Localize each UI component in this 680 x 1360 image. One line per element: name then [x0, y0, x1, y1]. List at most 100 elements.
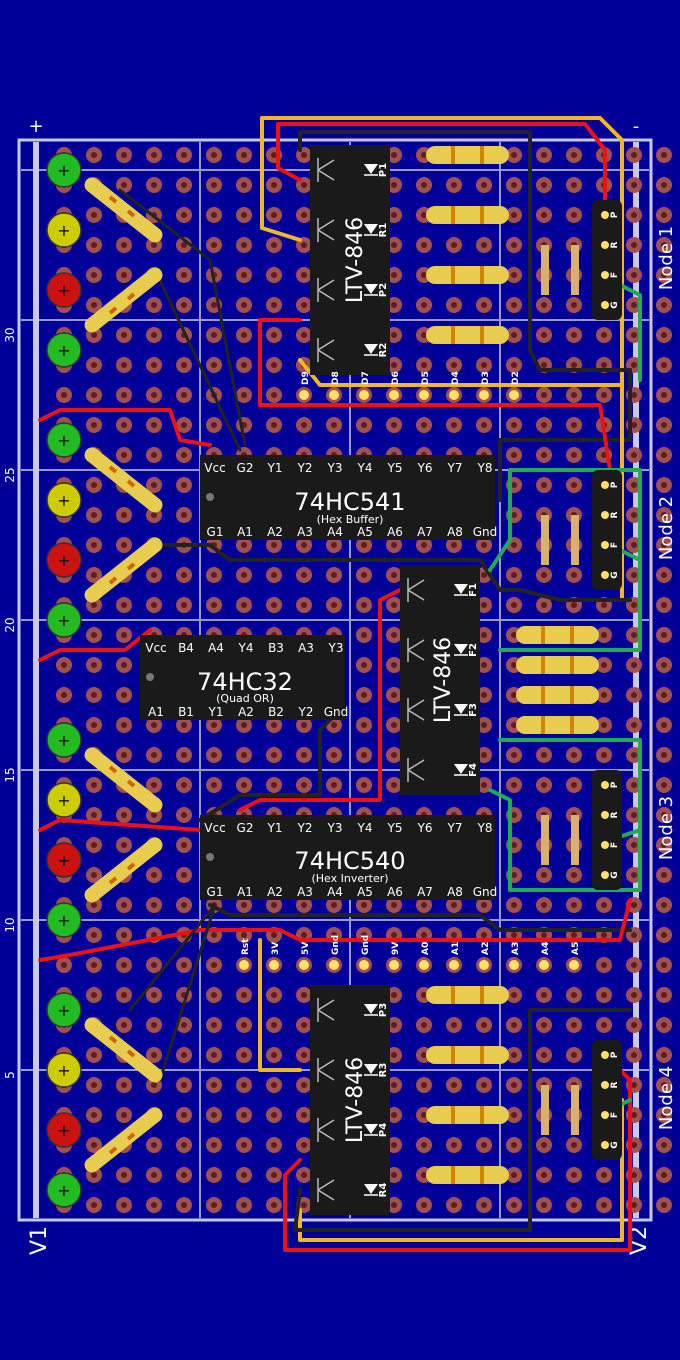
chip-pin-label: A1: [148, 705, 164, 719]
board-hole-center: [511, 992, 517, 998]
board-hole-center: [301, 1052, 307, 1058]
led-polarity-mark: +: [57, 731, 70, 750]
board-hole-center: [631, 1082, 637, 1088]
resistor-band: [108, 1146, 118, 1155]
board-hole-center: [211, 1112, 217, 1118]
chip-pin-label: Y4: [357, 821, 373, 835]
led-polarity-mark: +: [57, 911, 70, 930]
board-hole-center: [571, 872, 577, 878]
diode-icon: [364, 164, 378, 174]
header-pin-label: A3: [511, 942, 521, 955]
chip-pin-label: A2: [267, 525, 283, 539]
board-hole-center: [421, 422, 427, 428]
board-hole-center: [181, 1172, 187, 1178]
board-hole-center: [541, 392, 547, 398]
board-hole-center: [271, 422, 277, 428]
row-number: 25: [3, 467, 17, 482]
chip-pin-label: Y5: [387, 821, 403, 835]
led: [46, 152, 82, 188]
phototransistor-icon: [317, 278, 335, 302]
opto-pin-label: P3: [378, 1003, 389, 1017]
board-hole-center: [121, 722, 127, 728]
chip-pin-label: G1: [207, 885, 224, 899]
chip-pin-label: A1: [237, 885, 253, 899]
board-hole-center: [361, 752, 367, 758]
board-hole-center: [211, 932, 217, 938]
board-hole-center: [61, 962, 67, 968]
board-hole-center: [631, 362, 637, 368]
board-hole-center: [571, 182, 577, 188]
board-hole-center: [511, 1022, 517, 1028]
board-hole-center: [271, 1202, 277, 1208]
board-hole-center: [481, 242, 487, 248]
phototransistor-icon: [317, 998, 335, 1022]
diode-icon: [364, 284, 378, 294]
board-hole-center: [601, 692, 607, 698]
board-hole-center: [571, 752, 577, 758]
board-hole-center: [361, 932, 367, 938]
board-hole-center: [301, 1172, 307, 1178]
board-hole-center: [211, 1082, 217, 1088]
board-hole-center: [211, 242, 217, 248]
board-hole-center: [451, 302, 457, 308]
wire-green: [488, 468, 642, 652]
board-hole-center: [511, 842, 517, 848]
board-hole-center: [361, 542, 367, 548]
board-hole-center: [661, 482, 667, 488]
resistor-band: [108, 306, 118, 315]
board-hole-center: [601, 752, 607, 758]
header-pin: [539, 960, 549, 970]
board-hole-center: [121, 842, 127, 848]
led: [46, 992, 82, 1028]
header-pin-label: D8: [331, 371, 341, 385]
board-hole-center: [181, 422, 187, 428]
board-hole-center: [271, 572, 277, 578]
board-hole-center: [631, 1172, 637, 1178]
board-hole-center: [181, 182, 187, 188]
board-hole-center: [91, 992, 97, 998]
board-hole-center: [151, 302, 157, 308]
board-hole-center: [241, 1172, 247, 1178]
board-hole-center: [151, 722, 157, 728]
wire-green: [488, 738, 642, 892]
connector-pin: [601, 841, 609, 849]
board-hole-center: [571, 1142, 577, 1148]
opto-pin-label: F1: [468, 583, 479, 597]
board-hole-center: [121, 362, 127, 368]
board-hole-center: [541, 302, 547, 308]
wire-yellow: [298, 1098, 624, 1242]
node-connector: [592, 470, 622, 590]
board-hole-center: [571, 572, 577, 578]
row-number: 10: [3, 917, 17, 932]
board-hole-center: [271, 992, 277, 998]
chip-pin-label: Y6: [417, 821, 433, 835]
board-hole-center: [391, 692, 397, 698]
led-polarity-mark: +: [57, 1181, 70, 1200]
board-hole-center: [631, 332, 637, 338]
connector-pin: [601, 1141, 609, 1149]
board-hole-center: [211, 722, 217, 728]
board-hole-center: [661, 362, 667, 368]
board-hole-center: [511, 482, 517, 488]
board-hole-center: [631, 1142, 637, 1148]
board-hole-center: [661, 692, 667, 698]
chip-pin-label: B4: [178, 641, 194, 655]
opto-pin-label: P1: [378, 163, 389, 177]
led-polarity-mark: +: [57, 431, 70, 450]
board-hole-center: [541, 1022, 547, 1028]
connector-pin: [601, 1111, 609, 1119]
chip-pin-label: Y3: [327, 461, 343, 475]
header-pin-label: A4: [541, 942, 551, 955]
board-hole-center: [241, 392, 247, 398]
board-hole-center: [181, 512, 187, 518]
board-hole-center: [571, 782, 577, 788]
board-hole-center: [121, 242, 127, 248]
board-hole-center: [661, 932, 667, 938]
board-hole-center: [631, 1112, 637, 1118]
row-number-labels: 30 25 20 15 10 5: [3, 327, 17, 1078]
board-hole-center: [181, 392, 187, 398]
board-hole-center: [511, 302, 517, 308]
board-hole-center: [571, 332, 577, 338]
